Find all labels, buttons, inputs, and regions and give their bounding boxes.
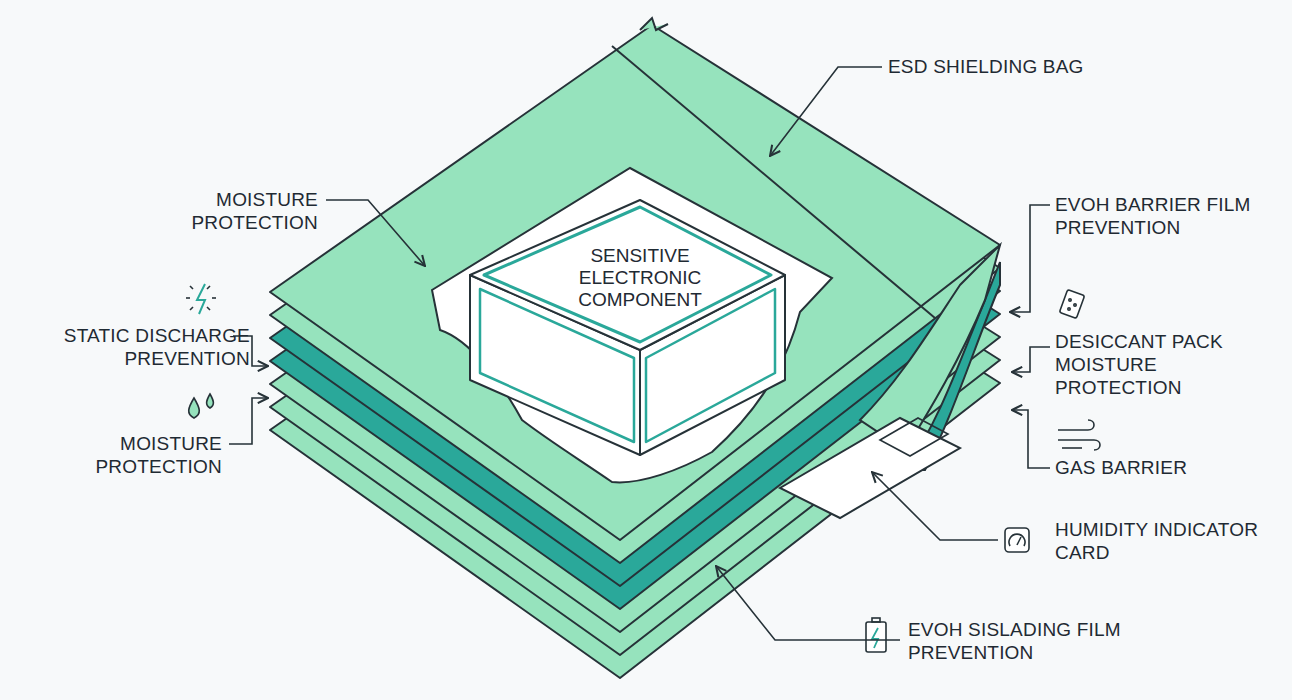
callout-label: EVOH BARRIER FILM PREVENTION [1055, 193, 1277, 239]
callout-label: ESD SHIELDING BAG [888, 55, 1148, 78]
window-cutout [432, 168, 832, 482]
humidity-card-window [880, 418, 948, 456]
humidity-card [780, 418, 960, 518]
tear-notch [640, 18, 668, 30]
box-outline [462, 192, 792, 472]
callout-label: HUMIDITY INDICATOR CARD [1055, 518, 1283, 564]
component-box: SENSITIVE ELECTRONIC COMPONENT [462, 192, 792, 472]
callout-label: MOISTURE PROTECTION [72, 432, 222, 478]
callout-label: STATIC DISCHARGE PREVENTION [20, 324, 250, 370]
leader-lines [229, 67, 1050, 640]
callout-label: DESICCANT PACK MOISTURE PROTECTION [1055, 330, 1255, 399]
torn-flap [860, 245, 1000, 450]
callout-label: GAS BARRIER [1055, 456, 1255, 479]
callout-label: EVOH SISLADING FILM PREVENTION [908, 618, 1158, 664]
callout-label: MOISTURE PROTECTION [168, 188, 318, 234]
bag-layer [270, 25, 1000, 540]
component-label: SENSITIVE ELECTRONIC COMPONENT [555, 245, 725, 311]
